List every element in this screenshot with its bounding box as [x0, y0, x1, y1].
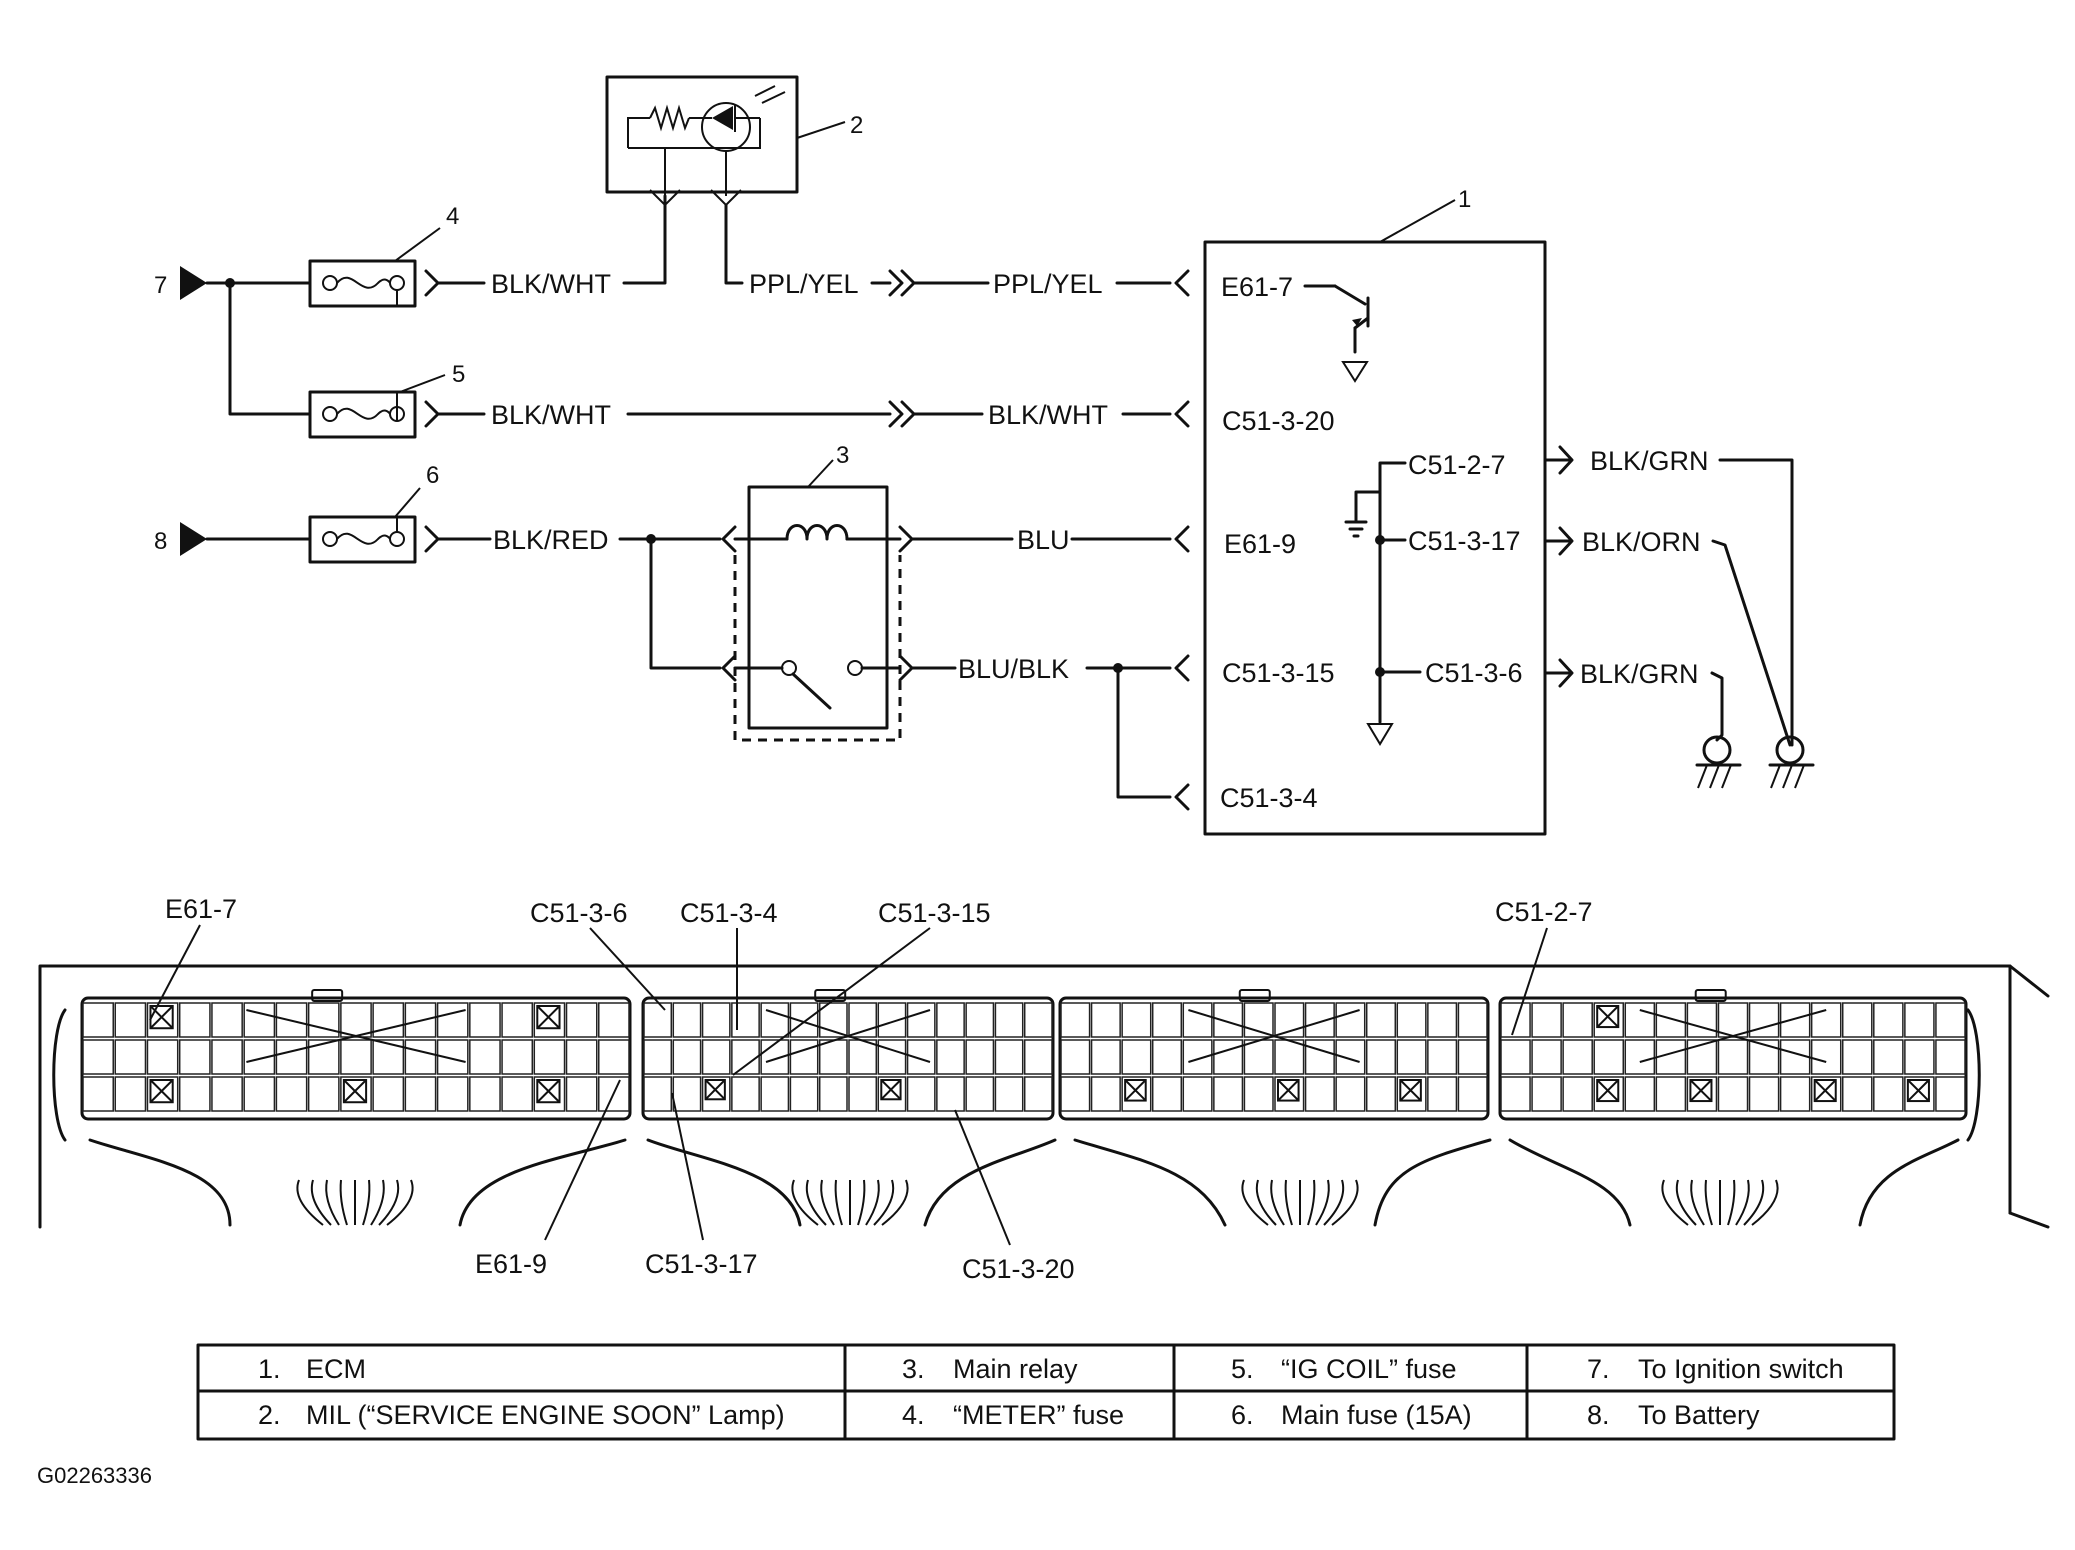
wire-label-ecm-c51-3-20: BLK/WHT [988, 400, 1108, 430]
legend-text-4: “METER” fuse [953, 1400, 1124, 1430]
label-5: 5 [452, 361, 465, 388]
legend-num-4: 4. [902, 1400, 925, 1430]
wire-label-ground-3: BLK/GRN [1580, 659, 1699, 689]
main-relay: 3 [721, 442, 914, 742]
connector-label-c51-3-20: C51-3-20 [962, 1254, 1075, 1284]
wire-label-ig-out: BLK/WHT [491, 400, 611, 430]
ecm-terminal-e61-7: E61-7 [1221, 272, 1293, 302]
label-7: 7 [154, 272, 167, 299]
ecm-terminal-e61-9: E61-9 [1224, 529, 1296, 559]
legend-text-8: To Battery [1638, 1400, 1760, 1430]
legend-table: 1. ECM 3. Main relay 5. “IG COIL” fuse 7… [196, 1343, 1896, 1441]
wire-label-relay-switch: BLU/BLK [958, 654, 1069, 684]
label-4: 4 [446, 203, 459, 230]
wire-label-relay-coil: BLU [1017, 525, 1070, 555]
connector-label-e61-9: E61-9 [475, 1249, 547, 1279]
meter-fuse: 4 [308, 203, 459, 308]
connector-label-c51-2-7: C51-2-7 [1495, 897, 1593, 927]
connector-block-d [1498, 989, 1968, 1121]
wire-label-mil-out: PPL/YEL [749, 269, 859, 299]
ecm-terminal-c51-3-15: C51-3-15 [1222, 658, 1335, 688]
wire-label-ground-2: BLK/ORN [1582, 527, 1701, 557]
battery-terminal [180, 522, 207, 556]
wire-label-ground-1: BLK/GRN [1590, 446, 1709, 476]
legend-num-1: 1. [258, 1354, 281, 1384]
legend-text-3: Main relay [953, 1354, 1078, 1384]
connector-label-c51-3-4: C51-3-4 [680, 898, 778, 928]
legend-num-5: 5. [1231, 1354, 1254, 1384]
ig-coil-fuse: 5 [308, 361, 465, 439]
legend-text-7: To Ignition switch [1638, 1354, 1844, 1384]
figure-id: G02263336 [37, 1463, 152, 1488]
legend-num-6: 6. [1231, 1400, 1254, 1430]
wire-label-meter-out: BLK/WHT [491, 269, 611, 299]
legend-text-2: MIL (“SERVICE ENGINE SOON” Lamp) [306, 1400, 785, 1430]
legend-num-7: 7. [1587, 1354, 1610, 1384]
ground-symbol-2 [1768, 735, 1815, 789]
legend-num-3: 3. [902, 1354, 925, 1384]
ecm-terminal-c51-3-20: C51-3-20 [1222, 406, 1335, 436]
mil-lamp: 2 [605, 75, 863, 207]
legend-text-6: Main fuse (15A) [1281, 1400, 1472, 1430]
legend-num-8: 8. [1587, 1400, 1610, 1430]
label-3: 3 [836, 442, 849, 469]
wire-label-main-fuse-out: BLK/RED [493, 525, 609, 555]
schematic: 7 8 4 5 [154, 75, 1815, 836]
connector-label-c51-3-15: C51-3-15 [878, 898, 991, 928]
legend-text-1: ECM [306, 1354, 366, 1384]
ecm: 1 E61-7 C51-3-20 E61-9 C51-3-15 C51-3-4 … [1203, 186, 1547, 836]
connector-label-e61-7: E61-7 [165, 894, 237, 924]
connector-label-c51-3-17: C51-3-17 [645, 1249, 758, 1279]
ecm-connector-view: E61-7 C51-3-6 C51-3-4 C51-3-15 C51-2-7 E… [38, 894, 2050, 1284]
label-2: 2 [850, 112, 863, 139]
connector-label-c51-3-6: C51-3-6 [530, 898, 628, 928]
label-8: 8 [154, 528, 167, 555]
connector-block-c [1058, 989, 1490, 1121]
connector-block-b [641, 989, 1055, 1121]
ecm-terminal-c51-3-6: C51-3-6 [1425, 658, 1523, 688]
wire-label-ecm-e61-7: PPL/YEL [993, 269, 1103, 299]
ecm-terminal-c51-2-7: C51-2-7 [1408, 450, 1506, 480]
label-6: 6 [426, 462, 439, 489]
legend-num-2: 2. [258, 1400, 281, 1430]
ecm-terminal-c51-3-17: C51-3-17 [1408, 526, 1521, 556]
ignition-switch-terminal [180, 266, 207, 300]
label-1: 1 [1458, 186, 1471, 213]
legend-text-5: “IG COIL” fuse [1281, 1354, 1457, 1384]
ground-symbol-1 [1695, 735, 1742, 789]
connector-block-a [80, 989, 632, 1121]
ecm-terminal-c51-3-4: C51-3-4 [1220, 783, 1318, 813]
main-fuse: 6 [308, 462, 439, 564]
